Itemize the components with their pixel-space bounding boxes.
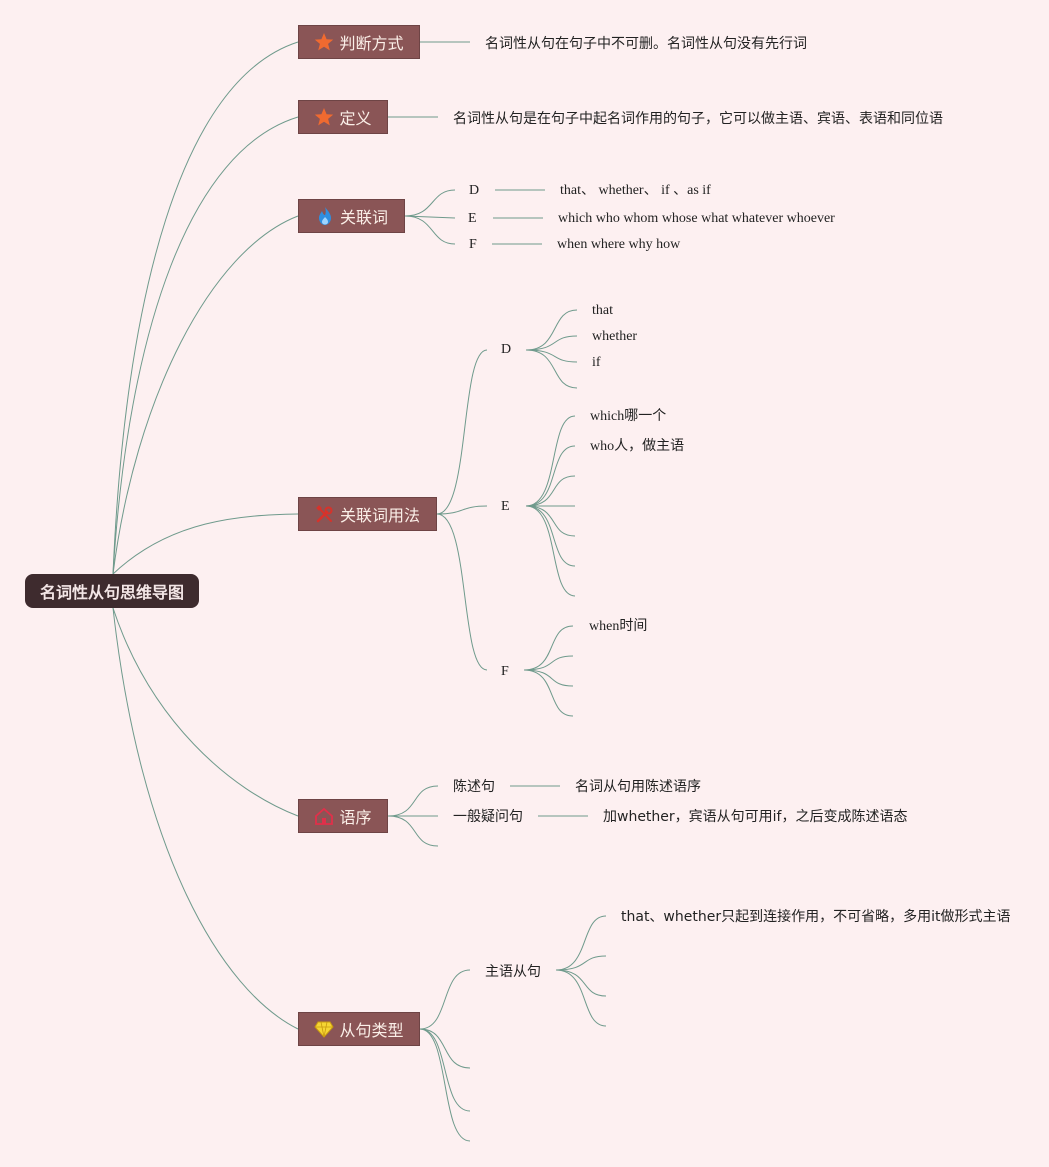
home-icon: [315, 807, 334, 825]
connective-key-f: F: [469, 237, 477, 252]
clause-type-key: 主语从句: [485, 964, 541, 980]
connective-key-e: E: [468, 211, 477, 226]
star-icon: [315, 108, 334, 126]
word-order-key: 陈述句: [453, 779, 495, 795]
usage-key-d: D: [501, 342, 512, 357]
connective-key-d: D: [469, 183, 480, 198]
root-label: 名词性从句思维导图: [39, 583, 184, 602]
topic-usage[interactable]: 关联词用法: [298, 497, 437, 531]
root-topic[interactable]: 名词性从句思维导图: [25, 574, 199, 608]
usage-f-item: when时间: [589, 619, 648, 634]
usage-e-item: who人，做主语: [590, 439, 685, 454]
connective-value-d: that、 whether、 if 、as if: [560, 183, 711, 198]
usage-d-item: whether: [592, 329, 638, 344]
definition-note: 名词性从句是在句子中起名词作用的句子，它可以做主语、宾语、表语和同位语: [453, 111, 943, 127]
topic-label: 关联词: [339, 208, 388, 227]
diamond-icon: [314, 1021, 335, 1038]
judge-note: 名词性从句在句子中不可删。名词性从句没有先行词: [485, 36, 807, 52]
usage-d-item: that: [592, 303, 613, 318]
star-icon: [315, 33, 334, 51]
usage-d-item: if: [592, 355, 601, 370]
usage-key-f: F: [501, 664, 509, 679]
topic-label: 定义: [339, 109, 372, 128]
topic-connectives[interactable]: 关联词: [298, 199, 405, 233]
topic-word-order[interactable]: 语序: [298, 799, 388, 833]
tools-icon: [316, 505, 333, 523]
word-order-value: 加whether，宾语从句可用if，之后变成陈述语态: [603, 809, 908, 825]
topic-judge[interactable]: 判断方式: [298, 25, 420, 59]
clause-type-item: that、whether只起到连接作用，不可省略，多用it做形式主语: [621, 909, 1011, 925]
topic-definition[interactable]: 定义: [298, 100, 388, 134]
flame-icon: [318, 207, 331, 225]
word-order-key: 一般疑问句: [453, 809, 523, 825]
topic-label: 从句类型: [339, 1021, 404, 1040]
word-order-value: 名词从句用陈述语序: [575, 779, 701, 795]
usage-key-e: E: [501, 499, 510, 514]
topic-label: 语序: [339, 808, 372, 827]
topic-label: 判断方式: [339, 34, 404, 53]
usage-e-item: which哪一个: [590, 409, 667, 424]
connective-value-f: when where why how: [557, 237, 681, 252]
topic-label: 关联词用法: [339, 506, 420, 525]
connective-value-e: which who whom whose what whatever whoev…: [558, 211, 835, 226]
topic-clause-types[interactable]: 从句类型: [298, 1012, 420, 1046]
